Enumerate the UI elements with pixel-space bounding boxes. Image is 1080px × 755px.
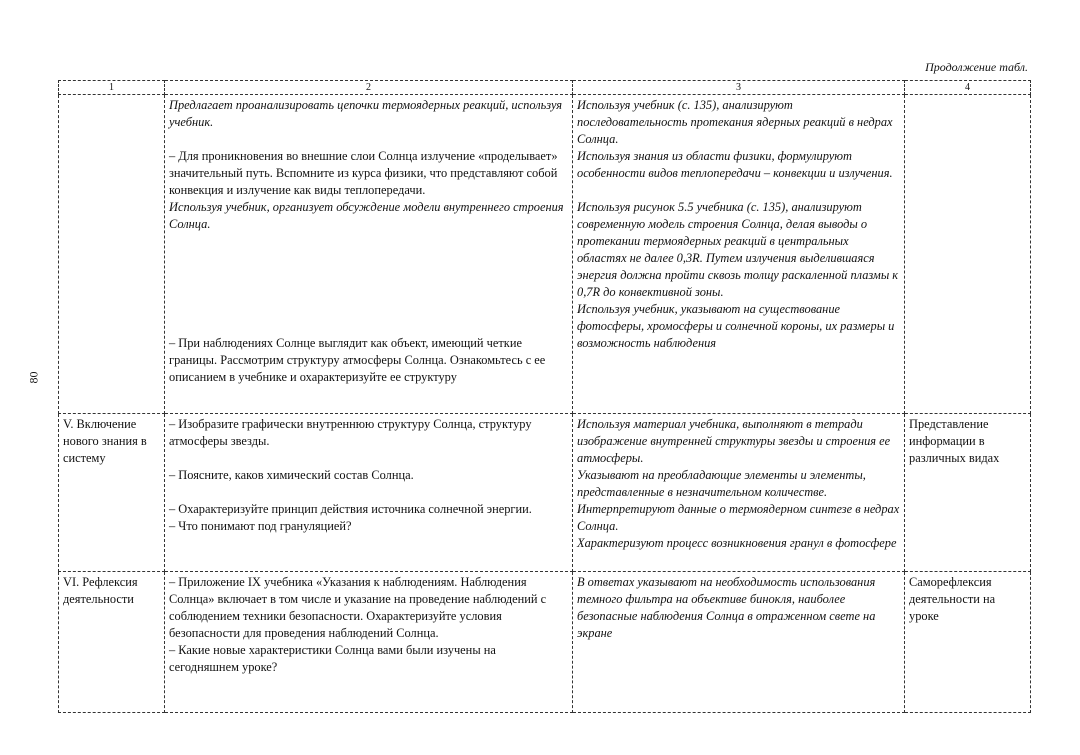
header-row: 1 2 3 4 xyxy=(58,80,1031,95)
student-text: Интерпретируют данные о термоядерном син… xyxy=(577,502,900,533)
teacher-text: – Приложение IX учебника «Указания к наб… xyxy=(169,575,547,640)
teacher-activity-cell: – Изобразите графически внутреннюю струк… xyxy=(164,413,573,572)
stage-cell xyxy=(58,94,165,414)
teacher-text: – Какие новые характеристики Солнца вами… xyxy=(169,643,496,674)
teacher-text: Предлагает проанализировать цепочки терм… xyxy=(169,98,563,129)
result-cell: Саморефлексия деятельности на уроке xyxy=(904,571,1031,713)
student-text: Используя учебник, указывают на существо… xyxy=(577,302,895,350)
table-row: VI. Рефлексия деятельности – Приложение … xyxy=(58,571,1031,713)
column-header-2: 2 xyxy=(164,80,573,95)
teacher-text: – Поясните, каков химический состав Солн… xyxy=(169,468,414,482)
student-text: Указывают на преобладающие элементы и эл… xyxy=(577,468,866,499)
continuation-label: Продолжение табл. xyxy=(925,60,1028,74)
student-text: Используя учебник (с. 135), анализируют … xyxy=(577,98,893,146)
result-cell xyxy=(904,94,1031,414)
student-activity-cell: В ответах указывают на необходимость исп… xyxy=(572,571,905,713)
student-activity-cell: Используя учебник (с. 135), анализируют … xyxy=(572,94,905,414)
stage-cell: V. Включение нового знания в систему xyxy=(58,413,165,572)
student-text: Используя материал учебника, выполняют в… xyxy=(577,417,891,465)
teacher-activity-cell: Предлагает проанализировать цепочки терм… xyxy=(164,94,573,414)
student-text: В ответах указывают на необходимость исп… xyxy=(577,575,876,640)
student-text: Используя рисунок 5.5 учебника (с. 135),… xyxy=(577,200,899,299)
page-number: 80 xyxy=(26,371,41,384)
student-text: Характеризуют процесс возникновения гран… xyxy=(577,536,897,550)
column-header-4: 4 xyxy=(904,80,1031,95)
teacher-activity-cell: – Приложение IX учебника «Указания к наб… xyxy=(164,571,573,713)
lesson-table: 1 2 3 4 Предлагает проанализировать цепо… xyxy=(58,80,1031,713)
student-activity-cell: Используя материал учебника, выполняют в… xyxy=(572,413,905,572)
column-header-3: 3 xyxy=(572,80,905,95)
teacher-text: – Охарактеризуйте принцип действия источ… xyxy=(169,502,532,516)
teacher-text: – Изобразите графически внутреннюю струк… xyxy=(169,417,532,448)
column-header-1: 1 xyxy=(58,80,165,95)
teacher-text: – Для проникновения во внешние слои Солн… xyxy=(169,149,558,197)
teacher-text: – При наблюдениях Солнце выглядит как об… xyxy=(169,336,546,384)
result-cell: Представление информации в различных вид… xyxy=(904,413,1031,572)
table-row: Предлагает проанализировать цепочки терм… xyxy=(58,94,1031,414)
stage-cell: VI. Рефлексия деятельности xyxy=(58,571,165,713)
student-text: Используя знания из области физики, форм… xyxy=(577,149,893,180)
teacher-text: – Что понимают под грануляцией? xyxy=(169,519,352,533)
table-row: V. Включение нового знания в систему – И… xyxy=(58,413,1031,572)
teacher-text: Используя учебник, организует обсуждение… xyxy=(169,200,564,231)
